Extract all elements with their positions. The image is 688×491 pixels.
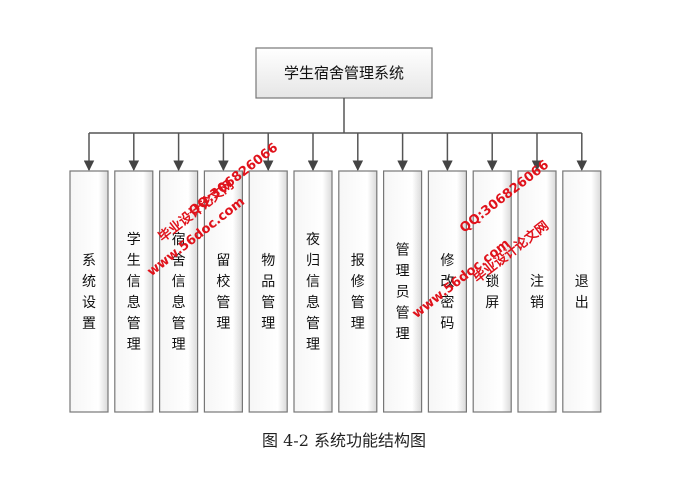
module-dorm-info: 宿舍信息管理 [159, 170, 199, 413]
module-label-repair: 报修管理 [351, 253, 365, 332]
module-sys-settings: 系统设置 [69, 170, 109, 413]
module-box-dorm-info [159, 170, 199, 413]
module-box-exit [562, 170, 602, 413]
module-box-logout [517, 170, 557, 413]
module-label-admin: 管理员管理 [396, 243, 410, 343]
module-box-night-return [293, 170, 333, 413]
module-student-info: 学生信息管理 [114, 170, 154, 413]
module-change-password: 修改密码 [427, 170, 467, 413]
module-repair: 报修管理 [338, 170, 378, 413]
module-exit: 退出 [562, 170, 602, 413]
module-logout: 注销 [517, 170, 557, 413]
module-box-student-info [114, 170, 154, 413]
root-node: 学生宿舍管理系统 [255, 47, 433, 99]
module-night-return: 夜归信息管理 [293, 170, 333, 413]
module-box-repair [338, 170, 378, 413]
module-label-change-password: 修改密码 [440, 253, 454, 332]
module-box-goods [248, 170, 288, 413]
module-lock-screen: 锁屏 [472, 170, 512, 413]
module-stay-school: 留校管理 [203, 170, 243, 413]
module-goods: 物品管理 [248, 170, 288, 413]
module-box-stay-school [203, 170, 243, 413]
module-label-logout: 注销 [530, 274, 544, 311]
figure-caption: 图 4-2 系统功能结构图 [262, 431, 426, 450]
module-label-exit: 退出 [575, 274, 589, 311]
module-box-lock-screen [472, 170, 512, 413]
module-label-goods: 物品管理 [261, 253, 275, 332]
module-boxes: 系统设置 学生信息管理 宿舍信息管理 留校管理 物品管理 夜归信息管理 报修管理 管理员管理 修… [69, 170, 602, 413]
module-label-stay-school: 留校管理 [216, 253, 230, 332]
root-label: 学生宿舍管理系统 [284, 64, 404, 82]
module-box-sys-settings [69, 170, 109, 413]
module-box-change-password [427, 170, 467, 413]
module-admin: 管理员管理 [383, 170, 423, 413]
module-label-student-info: 学生信息管理 [127, 232, 141, 353]
module-label-dorm-info: 宿舍信息管理 [172, 231, 186, 353]
module-box-admin [383, 170, 423, 413]
module-label-lock-screen: 锁屏 [485, 274, 499, 311]
module-label-sys-settings: 系统设置 [82, 253, 96, 332]
module-label-night-return: 夜归信息管理 [306, 232, 320, 353]
connectors [83, 98, 588, 172]
